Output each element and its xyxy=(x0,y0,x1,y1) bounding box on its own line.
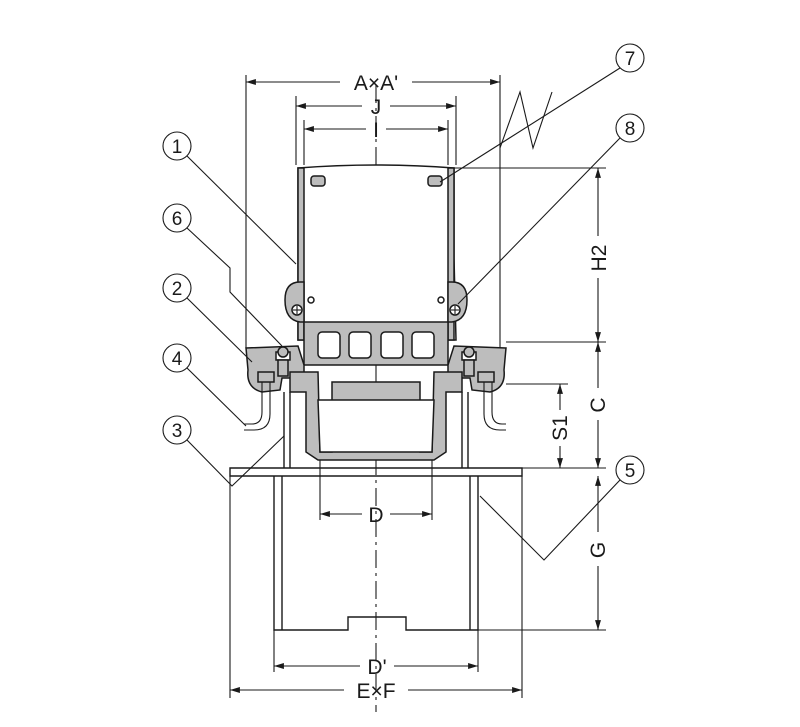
dim-s1: S1 xyxy=(506,383,572,468)
svg-text:1: 1 xyxy=(172,137,183,158)
callout-3: 3 xyxy=(162,415,285,487)
svg-text:5: 5 xyxy=(625,461,636,482)
dim-c: C xyxy=(522,342,610,469)
dim-j: J xyxy=(295,96,457,165)
anchor-bolts xyxy=(244,371,506,431)
svg-text:4: 4 xyxy=(172,349,183,370)
sleeve xyxy=(229,392,523,631)
dim-label-i: I xyxy=(373,119,379,142)
callout-8: 8 xyxy=(457,113,645,305)
callout-5: 5 xyxy=(479,455,645,561)
dim-label-e-f: E×F xyxy=(356,680,395,703)
dim-d: D xyxy=(319,460,433,527)
svg-text:7: 7 xyxy=(625,49,636,70)
callout-1: 1 xyxy=(162,131,297,265)
dim-i: I xyxy=(303,119,449,165)
dim-a: A×A' xyxy=(245,72,501,348)
dim-g: G xyxy=(478,476,610,631)
callout-2: 2 xyxy=(162,273,253,363)
callout-4: 4 xyxy=(162,343,247,427)
svg-text:6: 6 xyxy=(172,209,183,230)
svg-text:3: 3 xyxy=(172,421,183,442)
svg-text:2: 2 xyxy=(172,279,183,300)
dim-label-d-prime: D' xyxy=(367,656,386,679)
dim-label-c: C xyxy=(587,397,610,412)
dim-label-h2: H2 xyxy=(588,245,611,272)
funnel-body xyxy=(289,371,463,461)
dim-label-s1: S1 xyxy=(549,415,572,441)
dim-h2: H2 xyxy=(454,167,611,343)
svg-text:8: 8 xyxy=(625,119,636,140)
callout-7: 7 xyxy=(439,43,645,183)
strainer-body xyxy=(284,164,468,366)
dim-label-d: D xyxy=(368,504,383,527)
break-line xyxy=(499,90,553,151)
dim-e-f: E×F xyxy=(229,476,523,703)
callout-6: 6 xyxy=(162,203,283,347)
dim-label-g: G xyxy=(587,542,610,558)
dim-d-prime: D' xyxy=(273,630,479,679)
dim-label-j: J xyxy=(371,96,382,119)
dim-label-a: A×A' xyxy=(354,72,398,95)
